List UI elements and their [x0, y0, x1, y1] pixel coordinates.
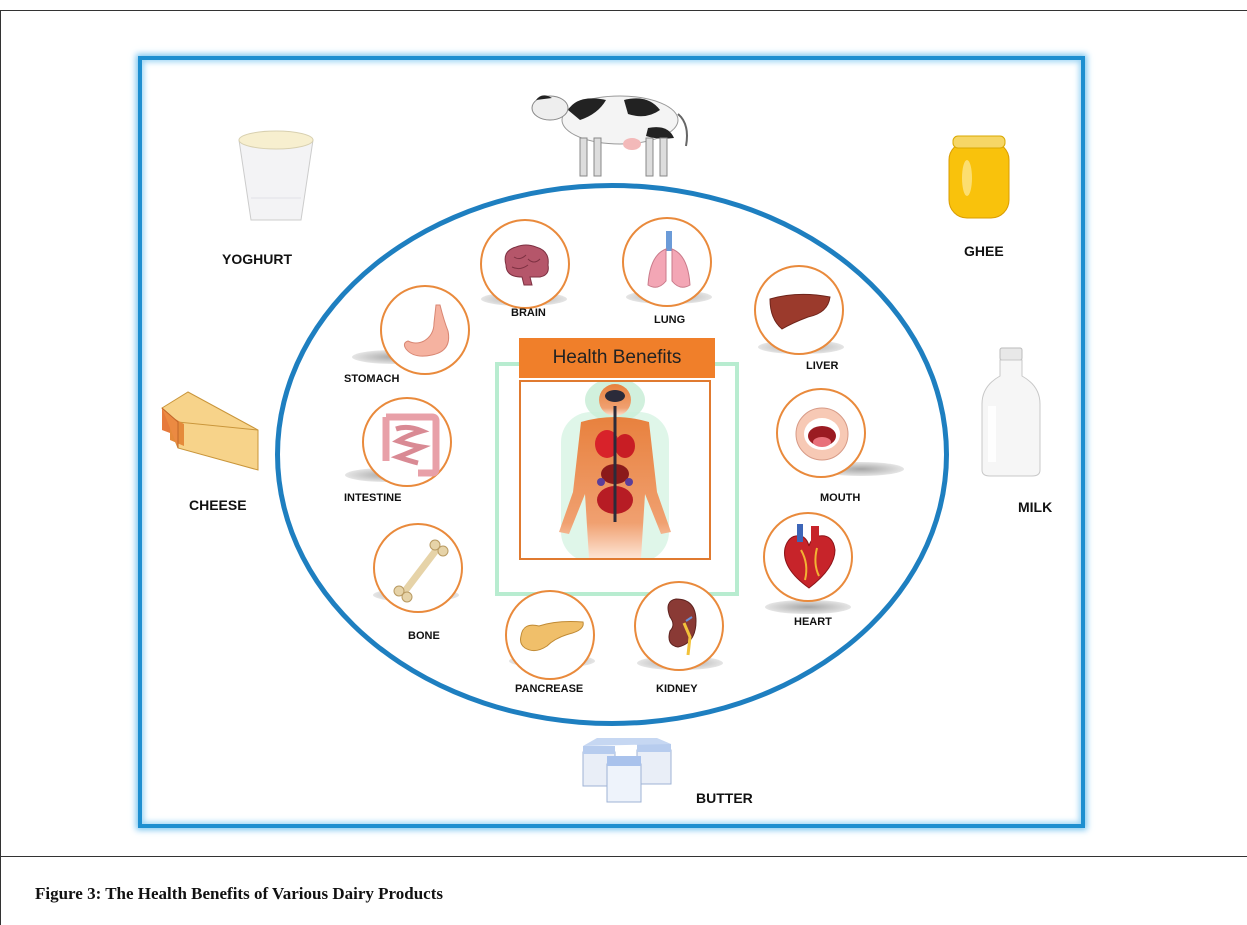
organ-kidney	[634, 581, 724, 671]
organ-heart	[763, 512, 853, 602]
product-label-milk: MILK	[1018, 499, 1052, 515]
brain-icon	[500, 243, 552, 287]
organ-liver	[754, 265, 844, 355]
yoghurt-cup-icon	[235, 128, 317, 224]
caption-separator	[0, 856, 1247, 857]
organ-pancreas	[505, 590, 595, 680]
organ-mouth	[776, 388, 866, 478]
kidney-icon	[662, 597, 702, 657]
mouth-icon	[794, 406, 850, 462]
lung-icon	[644, 231, 694, 293]
intestine-icon	[378, 411, 440, 477]
organ-label-kidney: KIDNEY	[656, 683, 698, 695]
organ-label-heart: HEART	[794, 616, 832, 628]
cheese-icon	[158, 390, 264, 472]
human-body-icon	[521, 382, 709, 558]
organ-intestine	[362, 397, 452, 487]
bone-icon	[393, 539, 449, 601]
organ-label-lung: LUNG	[654, 314, 685, 326]
organ-label-liver: LIVER	[806, 360, 838, 372]
ghee-jar-icon	[945, 134, 1013, 220]
body-figure-box	[519, 380, 711, 560]
heart-shadow	[765, 600, 851, 614]
organ-stomach	[380, 285, 470, 375]
organ-lung	[622, 217, 712, 307]
butter-cups-icon	[577, 734, 681, 806]
organ-label-intestine: INTESTINE	[344, 492, 401, 504]
heart-icon	[779, 524, 839, 592]
product-label-yoghurt: YOGHURT	[222, 251, 292, 267]
liver-icon	[768, 293, 832, 331]
organ-label-stomach: STOMACH	[344, 373, 399, 385]
pancreas-icon	[517, 616, 587, 656]
organ-label-mouth: MOUTH	[820, 492, 860, 504]
product-label-cheese: CHEESE	[189, 497, 247, 513]
page-border-top	[0, 10, 1247, 11]
organ-bone	[373, 523, 463, 613]
cow-icon	[528, 80, 698, 185]
milk-bottle-icon	[978, 346, 1044, 478]
page-border-left	[0, 10, 1, 925]
health-benefits-title: Health Benefits	[519, 338, 715, 378]
product-label-butter: BUTTER	[696, 790, 753, 806]
organ-label-bone: BONE	[408, 630, 440, 642]
organ-label-brain: BRAIN	[511, 307, 546, 319]
product-label-ghee: GHEE	[964, 243, 1004, 259]
figure-caption: Figure 3: The Health Benefits of Various…	[35, 884, 443, 904]
organ-brain	[480, 219, 570, 309]
organ-label-pancreas: PANCREASE	[515, 683, 583, 695]
stomach-icon	[400, 303, 456, 361]
